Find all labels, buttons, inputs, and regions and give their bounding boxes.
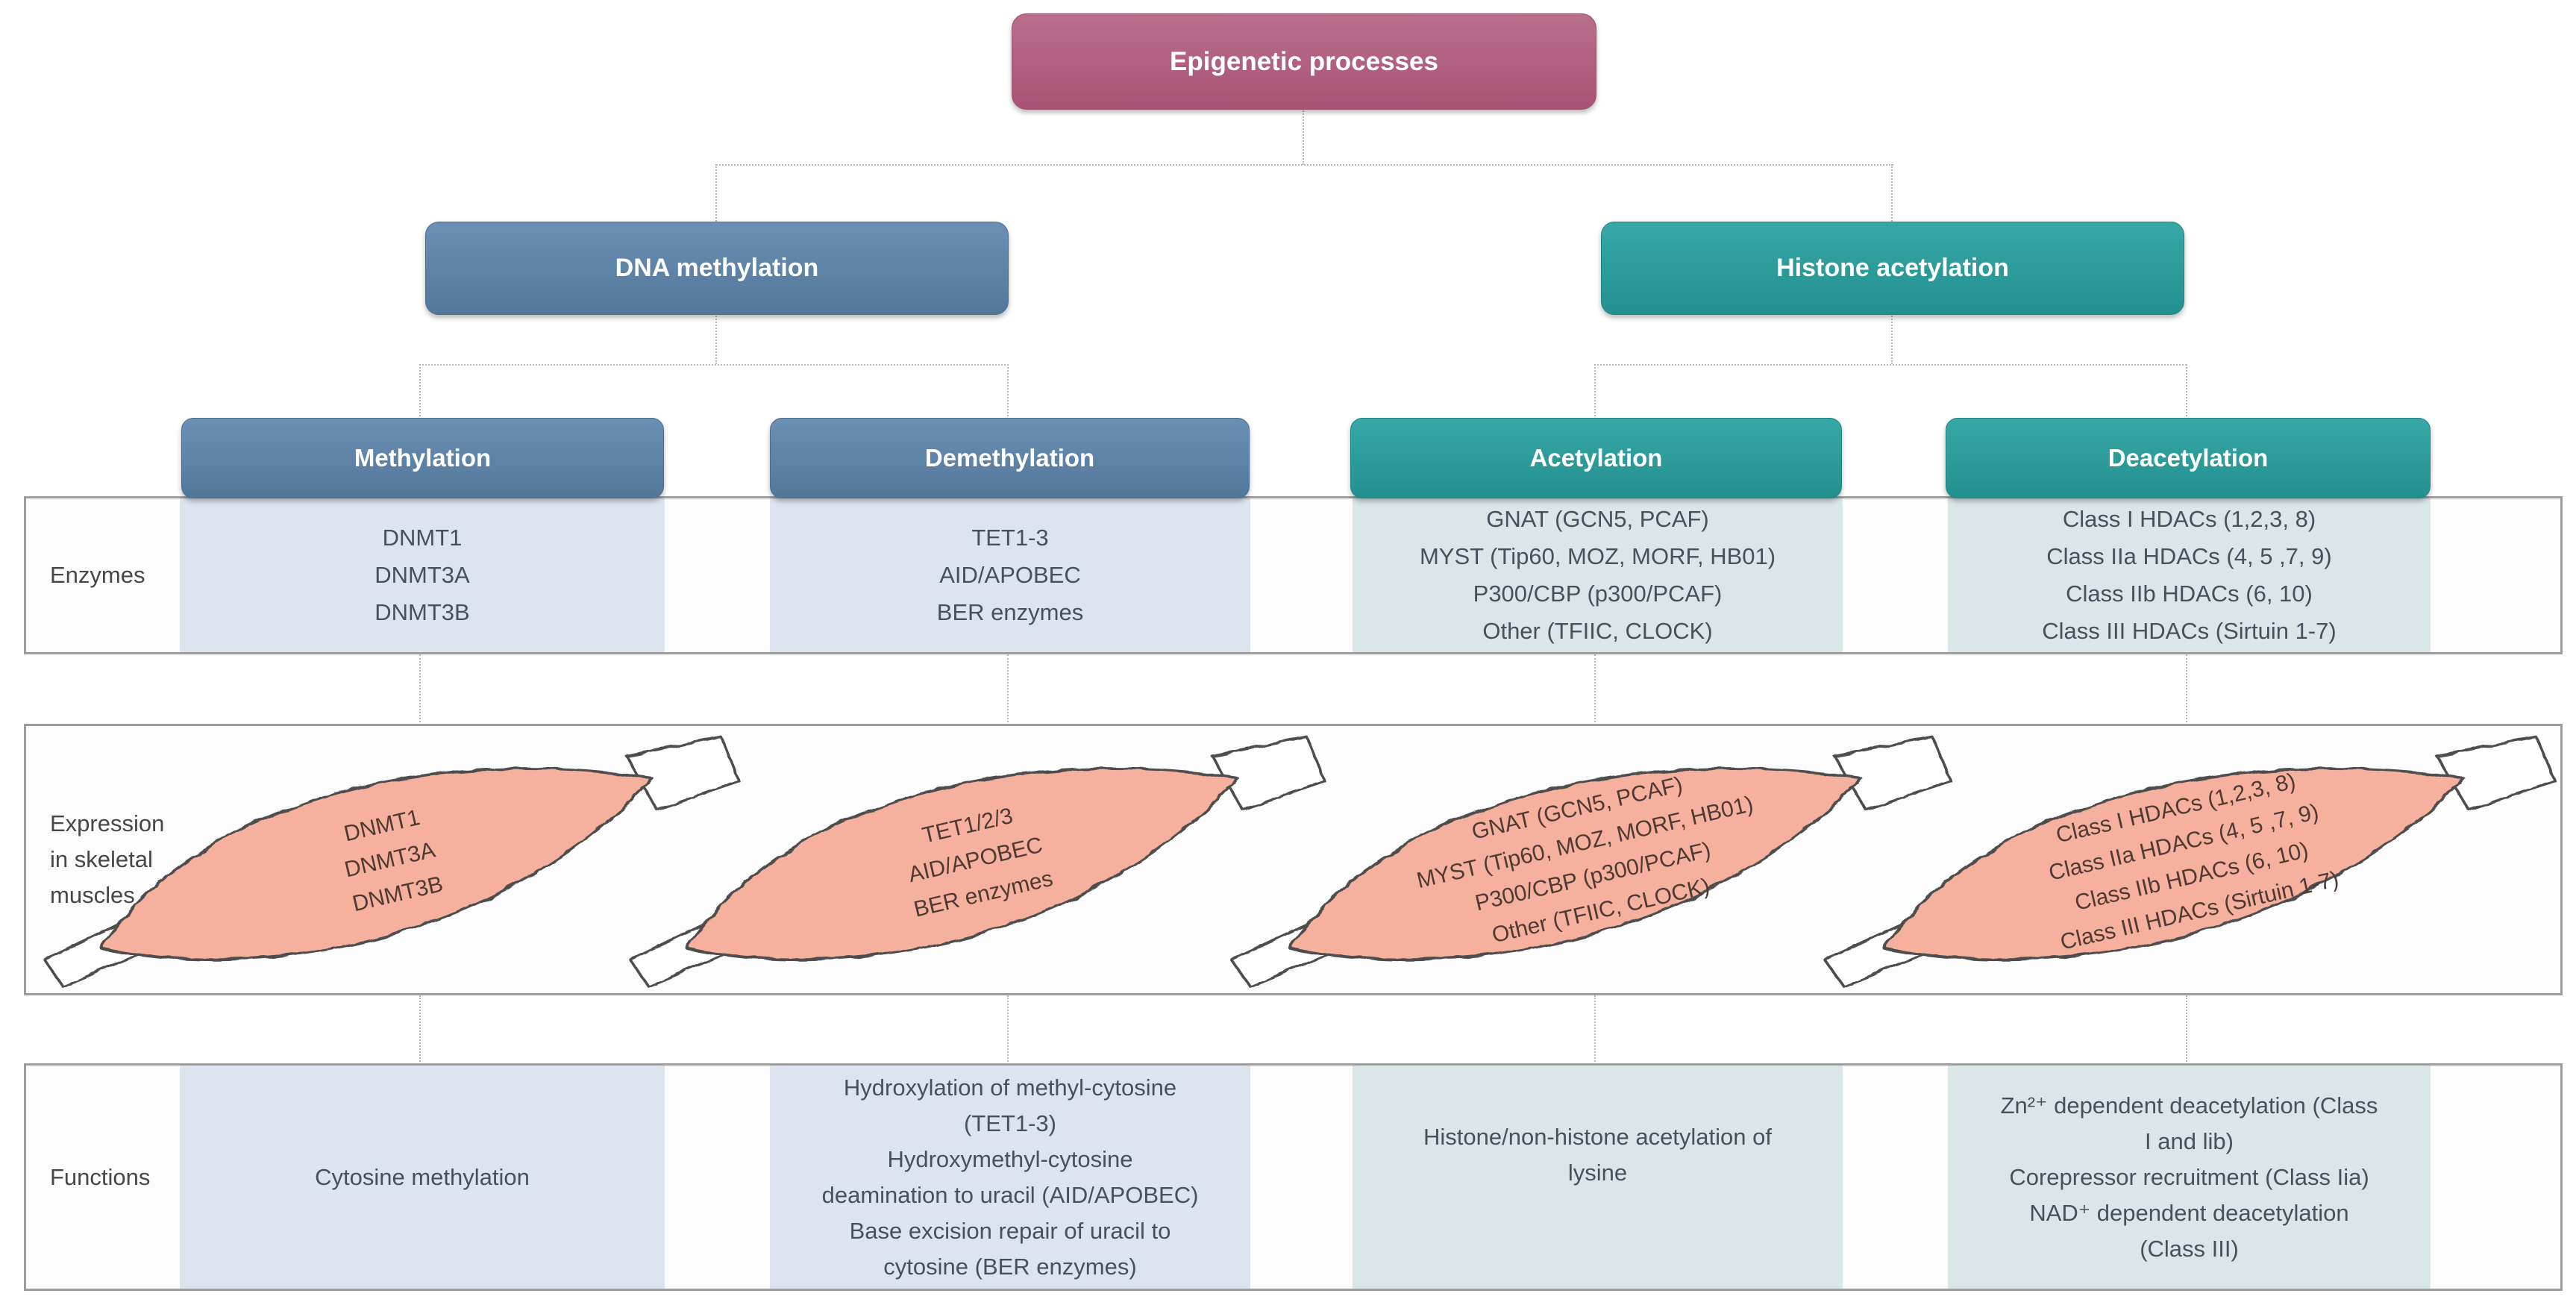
enzymes-col3-background bbox=[1353, 498, 1843, 652]
leaf-node-label: Demethylation bbox=[924, 444, 1095, 472]
functions-col3-background bbox=[1353, 1066, 1843, 1289]
connector-to-histone bbox=[1891, 164, 1893, 222]
connector-col2-muscle-functions bbox=[1007, 995, 1009, 1065]
enzymes-col1-background bbox=[180, 498, 665, 652]
connector-col3-enzymes-muscle bbox=[1594, 654, 1596, 725]
connector-col2-enzymes-muscle bbox=[1007, 654, 1009, 725]
enzymes-col4-background bbox=[1948, 498, 2431, 652]
connector-col4-enzymes-muscle bbox=[2186, 654, 2187, 725]
root-node-epigenetic-processes: Epigenetic processes bbox=[1012, 13, 1596, 110]
connector-histone-down bbox=[1891, 313, 1893, 364]
root-node-label: Epigenetic processes bbox=[1170, 46, 1438, 76]
muscle-svg bbox=[629, 736, 1326, 988]
connector-col4-muscle-functions bbox=[2186, 995, 2187, 1065]
connector-root-down bbox=[1303, 108, 1304, 165]
connector-histone-children-horizontal bbox=[1594, 364, 2187, 366]
functions-col4-background bbox=[1948, 1066, 2431, 1289]
functions-cell-demethylation: Hydroxylation of methyl-cytosine(TET1-3)… bbox=[821, 1074, 1199, 1280]
connector-to-methylation bbox=[419, 364, 421, 419]
leaf-node-demethylation: Demethylation bbox=[770, 418, 1250, 498]
connector-level1-horizontal bbox=[716, 164, 1893, 166]
connector-col1-muscle-functions bbox=[419, 995, 421, 1065]
functions-col1-background bbox=[180, 1066, 665, 1289]
leaf-node-label: Methylation bbox=[354, 444, 492, 472]
branch-node-dna-methylation: DNA methylation bbox=[425, 222, 1009, 315]
branch-node-histone-acetylation: Histone acetylation bbox=[1601, 222, 2184, 315]
muscle-svg bbox=[43, 736, 741, 988]
leaf-node-label: Deacetylation bbox=[2108, 444, 2269, 472]
muscle-svg bbox=[1230, 736, 1953, 988]
functions-row: Functions Cytosine methylation Hydroxyla… bbox=[24, 1063, 2563, 1291]
connector-to-dna bbox=[715, 164, 717, 222]
connector-dna-children-horizontal bbox=[419, 364, 1009, 366]
connector-to-acetylation bbox=[1594, 364, 1596, 419]
branch-node-label: Histone acetylation bbox=[1776, 254, 2009, 282]
muscle-shape-deacetylation: Class I HDACs (1,2,3, 8)Class IIa HDACs … bbox=[1809, 727, 2566, 992]
connector-col1-enzymes-muscle bbox=[419, 654, 421, 725]
muscle-shape-acetylation: GNAT (GCN5, PCAF)MYST (Tip60, MOZ, MORF,… bbox=[1216, 727, 1962, 992]
muscle-svg bbox=[1823, 736, 2557, 988]
leaf-node-deacetylation: Deacetylation bbox=[1946, 418, 2431, 498]
functions-cell-methylation: Cytosine methylation bbox=[315, 1163, 530, 1190]
connector-to-deacetylation bbox=[2186, 364, 2187, 419]
enzymes-cell-deacetylation: Class I HDACs (1,2,3, 8)Class IIa HDACs … bbox=[2042, 506, 2337, 644]
connector-to-demethylation bbox=[1007, 364, 1009, 419]
enzymes-cell-acetylation: GNAT (GCN5, PCAF)MYST (Tip60, MOZ, MORF,… bbox=[1419, 506, 1776, 644]
branch-node-label: DNA methylation bbox=[615, 254, 819, 282]
connector-col3-muscle-functions bbox=[1594, 995, 1596, 1065]
enzymes-col2-background bbox=[770, 498, 1250, 652]
functions-col2-background bbox=[770, 1066, 1250, 1289]
leaf-node-acetylation: Acetylation bbox=[1350, 418, 1842, 498]
leaf-node-methylation: Methylation bbox=[181, 418, 664, 498]
leaf-node-label: Acetylation bbox=[1529, 444, 1663, 472]
connector-dna-down bbox=[715, 313, 717, 364]
functions-row-label: Functions bbox=[50, 1163, 151, 1190]
enzymes-row-label: Enzymes bbox=[50, 562, 145, 588]
